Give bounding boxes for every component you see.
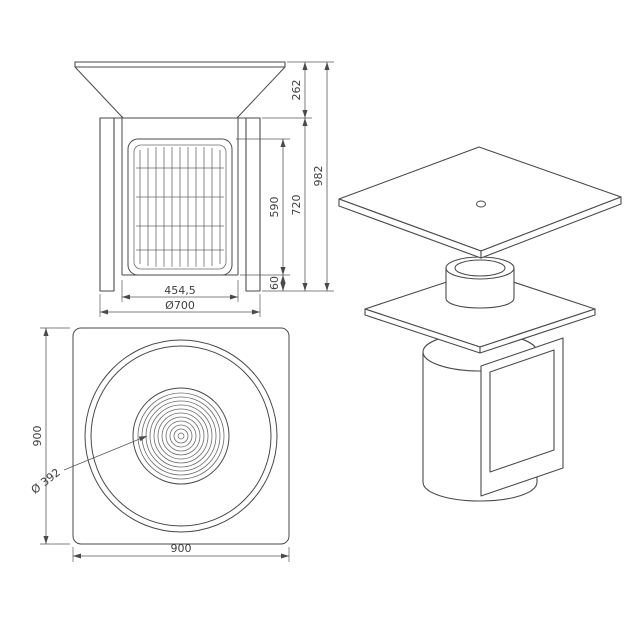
bowl-cone [74, 61, 286, 119]
iso-storage-opening [480, 337, 564, 497]
iso-base-column [422, 332, 564, 502]
door-grate-panel [127, 138, 233, 276]
dim-label-base-diameter: Ø700 [165, 299, 195, 312]
dim-label-plan-bottom: 900 [171, 542, 192, 555]
isometric-view [338, 146, 622, 502]
dim-label-inner-width: 454,5 [164, 284, 196, 297]
dim-label-plan-left: 900 [31, 426, 44, 447]
plan-dimension-lines [43, 328, 289, 559]
plan-grate-rings [132, 387, 230, 485]
grate-bars [136, 147, 224, 267]
iso-base-plate [364, 270, 596, 354]
front-dimension-lines [100, 62, 330, 315]
base-frame [99, 117, 261, 292]
dim-label-door-height: 590 [268, 197, 281, 218]
dim-label-foot-height: 60 [268, 276, 281, 290]
dim-label-total-height: 982 [312, 166, 325, 187]
iso-plate-hole [476, 200, 486, 208]
dim-label-frame-height: 720 [290, 195, 303, 216]
plan-view: 900 900 Ø 392 [29, 327, 290, 562]
dim-label-cone-height: 262 [290, 80, 303, 101]
iso-cone-collar [445, 256, 515, 309]
front-view: 262 720 982 590 60 454,5 Ø700 [74, 61, 334, 317]
iso-top-plate [338, 146, 622, 259]
plan-plate [72, 327, 290, 545]
